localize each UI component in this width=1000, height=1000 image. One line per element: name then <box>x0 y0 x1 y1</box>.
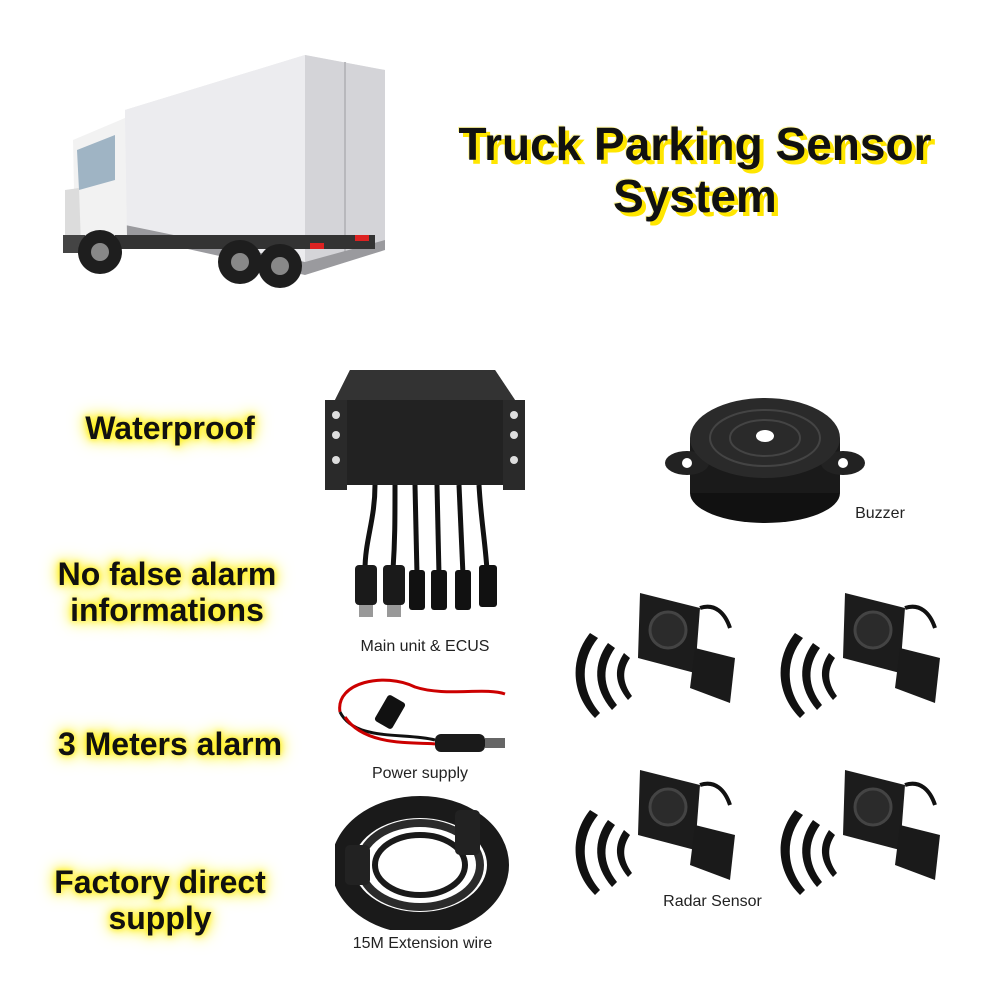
feature-no-false-alarm: No false alarm informations <box>57 556 277 628</box>
title-line-2: System <box>613 170 777 222</box>
buzzer-image <box>665 398 865 523</box>
caption-power-supply: Power supply <box>371 765 469 782</box>
caption-buzzer: Buzzer <box>855 505 905 522</box>
title-line-1: Truck Parking Sensor <box>458 118 932 170</box>
extension-wire-image <box>335 796 509 930</box>
radar-sensor-2 <box>780 593 940 718</box>
feature-factory-direct: Factory direct supply <box>54 864 266 936</box>
caption-radar-sensor: Radar Sensor <box>663 893 762 910</box>
caption-main-unit: Main unit & ECUS <box>360 638 490 655</box>
main-unit-image <box>325 370 525 617</box>
caption-extension-wire: 15M Extension wire <box>352 935 493 952</box>
radar-sensor-1 <box>575 593 735 718</box>
feature-3-meters-alarm: 3 Meters alarm <box>57 726 283 762</box>
page-title: Truck Parking Sensor System <box>400 118 990 222</box>
power-supply-image <box>338 678 506 752</box>
radar-sensor-4 <box>780 770 940 895</box>
radar-sensor-3 <box>575 770 735 895</box>
truck-image <box>63 55 385 288</box>
feature-waterproof: Waterproof <box>85 410 255 446</box>
